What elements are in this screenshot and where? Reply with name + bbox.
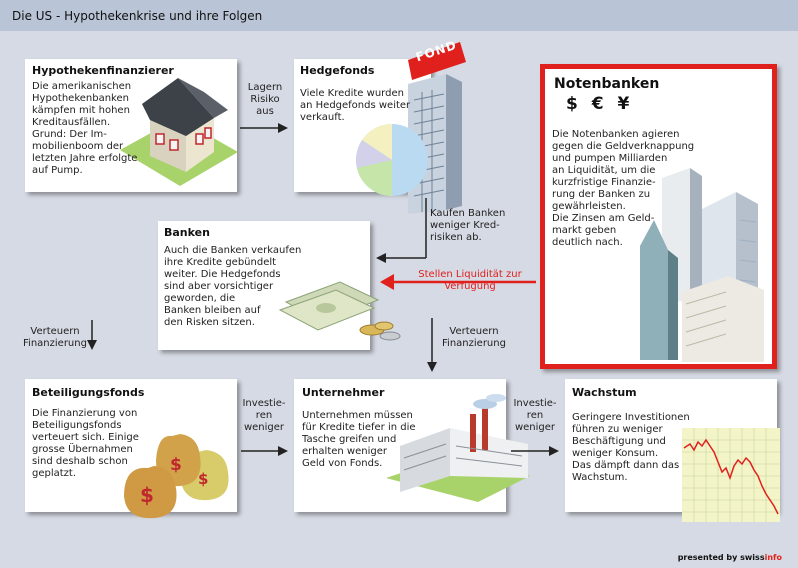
banken-title: Banken xyxy=(164,226,210,239)
svg-text:$: $ xyxy=(140,483,154,507)
factory-illustration xyxy=(386,394,530,502)
money-bags: $ $ $ xyxy=(124,434,229,519)
beteil-title: Beteiligungsfonds xyxy=(32,386,145,399)
footer-credit: presented by swissinfo xyxy=(677,553,782,562)
svg-text:$: $ xyxy=(198,470,208,488)
currency-symbols: $ € ¥ xyxy=(566,94,634,114)
title-bar: Die US - Hypothekenkrise und ihre Folgen xyxy=(0,0,798,31)
pie-chart xyxy=(356,123,428,196)
unter-title: Unternehmer xyxy=(302,386,385,399)
page-title: Die US - Hypothekenkrise und ihre Folgen xyxy=(12,9,263,23)
wachs-title: Wachstum xyxy=(572,386,637,399)
arrows xyxy=(87,123,559,456)
svg-text:$: $ xyxy=(170,455,182,475)
house-illustration xyxy=(120,78,238,186)
fond-building xyxy=(408,42,466,214)
hedge-title: Hedgefonds xyxy=(300,64,375,77)
noten-title: Notenbanken xyxy=(554,76,660,92)
skyscrapers xyxy=(640,168,764,362)
decline-chart xyxy=(682,428,780,522)
hypo-title: Hypothekenfinanzierer xyxy=(32,64,174,77)
money-illustration xyxy=(278,281,401,341)
